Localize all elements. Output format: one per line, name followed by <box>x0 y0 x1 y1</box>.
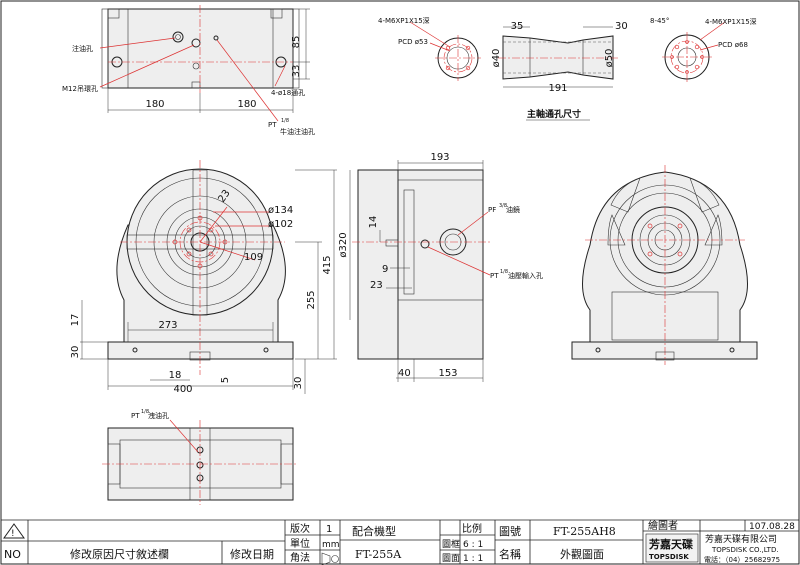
note-through-holes: 4-ø18通孔 <box>271 88 305 97</box>
dim-109: 109 <box>244 252 263 263</box>
rear-view <box>571 165 758 365</box>
note-pt-plug: PT <box>268 121 277 129</box>
no-label: NO <box>4 548 21 561</box>
edition-label: 版次 <box>290 522 310 535</box>
warning-icon: ! <box>11 529 15 539</box>
dim-193: 193 <box>430 152 449 163</box>
dim-17: 17 <box>70 314 81 327</box>
dim-180-right: 180 <box>237 99 256 110</box>
name-label: 名稱 <box>499 547 521 561</box>
dim-5: 5 <box>220 377 231 383</box>
title-block: ! NO 修改原因尺寸敘述欄 修改日期 版次 1 單位 mm 角法 配合機型 F… <box>1 519 799 565</box>
dim-33: 33 <box>291 65 302 78</box>
note-left-screws: 4-M6XP1X15深 <box>378 16 430 25</box>
edition-value: 1 <box>326 524 332 535</box>
company-en: TOPSDISK CO.,LTD. <box>711 546 779 554</box>
note-pt-side-desc: 油壓輸入孔 <box>508 271 543 280</box>
date-value: 107.08.28 <box>749 522 795 532</box>
svg-text:TOPSDISK: TOPSDISK <box>649 553 689 561</box>
sheet-label: 圖框 <box>442 538 460 550</box>
dim-30: 30 <box>615 21 628 32</box>
face-label: 圖面 <box>442 553 460 564</box>
dim-415: 415 <box>322 255 333 274</box>
company-logo: 芳嘉天碟 TOPSDISK <box>645 533 699 563</box>
note-oil-fill: 注油孔 <box>72 44 93 53</box>
note-left-pcd: PCD ø53 <box>398 38 428 46</box>
dim-23-side: 23 <box>370 280 383 291</box>
dim-d40: ø40 <box>491 49 502 68</box>
scale-label: 比例 <box>462 522 482 535</box>
dim-14: 14 <box>368 216 379 229</box>
note-pt-bottom-frac: 1/8 <box>141 409 149 415</box>
dim-255: 255 <box>306 290 317 309</box>
spindle-details: 4-M6XP1X15深 PCD ø53 35 30 ø40 ø50 191 8-… <box>378 16 757 121</box>
dim-40-side: 40 <box>398 368 411 379</box>
dim-400: 400 <box>173 384 192 395</box>
projection-icon <box>321 552 339 565</box>
note-pf-frac: 3/8 <box>499 203 507 209</box>
dim-18: 18 <box>169 370 182 381</box>
dim-35: 35 <box>511 21 524 32</box>
dim-d134: ø134 <box>268 205 293 216</box>
dim-273: 273 <box>158 320 177 331</box>
dim-30-right: 30 <box>293 377 304 390</box>
dim-153: 153 <box>438 368 457 379</box>
drawer-label: 繪圖者 <box>648 519 678 532</box>
bottom-view: PT 1/8 洩油孔 <box>102 409 298 505</box>
sheet-value: 6 : 1 <box>463 540 483 550</box>
drawing-no-value: FT-255AH8 <box>553 525 616 538</box>
note-pf-desc: 油鏡 <box>506 205 520 214</box>
company-cn: 芳嘉天碟有限公司 <box>705 533 777 545</box>
unit-label: 單位 <box>290 537 310 550</box>
top-view: 85 33 180 180 注油孔 M12吊環孔 4-ø18通孔 PT 1/8 … <box>62 5 315 136</box>
note-pt-side: PT <box>490 272 499 280</box>
spindle-title: 主軸通孔尺寸 <box>527 108 581 120</box>
dim-d50: ø50 <box>604 49 615 68</box>
dim-9: 9 <box>382 264 388 275</box>
face-value: 1 : 1 <box>463 554 483 564</box>
note-pt-bottom-desc: 洩油孔 <box>148 411 169 420</box>
drawing-no-label: 圖號 <box>499 525 521 538</box>
side-view: 193 ø320 14 9 23 40 153 PF 3/8 油鏡 PT 1/8… <box>338 152 543 382</box>
dim-30-left: 30 <box>70 346 81 359</box>
note-pt-plug-desc: 牛油注油孔 <box>280 127 315 136</box>
note-pf: PF <box>488 206 496 214</box>
dim-d320: ø320 <box>338 232 349 257</box>
dim-d102: ø102 <box>268 219 293 230</box>
dim-180-left: 180 <box>145 99 164 110</box>
svg-text:芳嘉天碟: 芳嘉天碟 <box>649 537 693 551</box>
dim-191: 191 <box>548 83 567 94</box>
model-value: FT-255A <box>355 548 402 561</box>
angle-label: 角法 <box>290 551 310 564</box>
note-right-pcd: PCD ø68 <box>718 41 748 49</box>
name-value: 外觀圖面 <box>560 548 604 561</box>
revision-date-label: 修改日期 <box>230 547 274 561</box>
note-pt-side-frac: 1/8 <box>500 269 508 275</box>
note-angle: 8-45° <box>650 17 669 25</box>
dim-85: 85 <box>291 36 302 49</box>
model-label: 配合機型 <box>352 524 396 538</box>
note-pt-bottom: PT <box>131 412 140 420</box>
note-lift-screw: M12吊環孔 <box>62 85 98 93</box>
note-pt-plug-frac: 1/8 <box>281 118 289 124</box>
revision-note: 修改原因尺寸敘述欄 <box>70 547 169 561</box>
company-phone: 電話：（04）25682975 <box>704 555 780 564</box>
unit-value: mm <box>322 540 340 550</box>
note-right-screws: 4-M6XP1X15深 <box>705 17 757 26</box>
front-view: ø134 ø102 23 109 273 400 18 5 17 30 255 … <box>70 160 337 395</box>
